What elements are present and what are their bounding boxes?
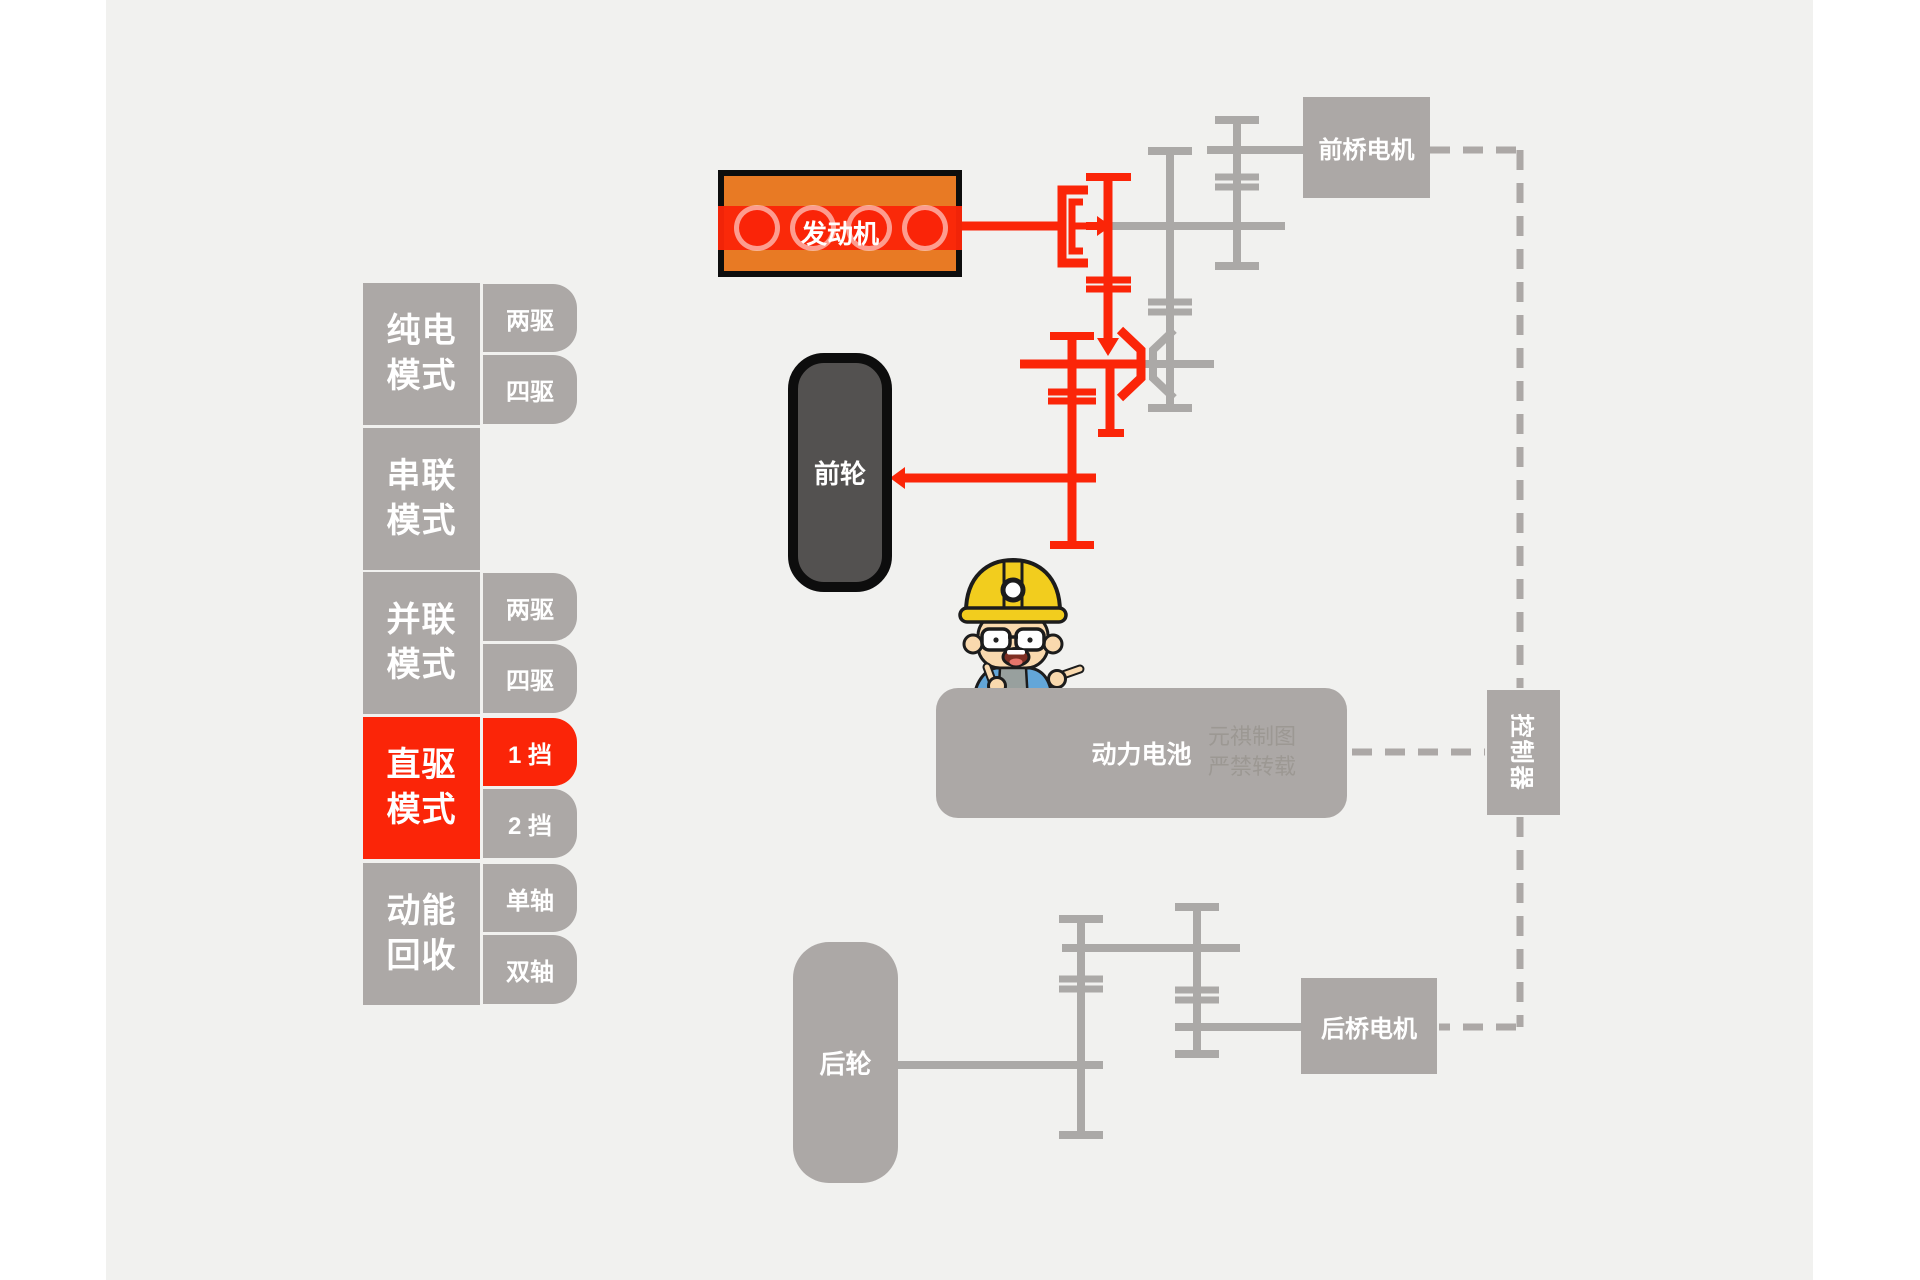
engine-cylinder-icon	[790, 205, 836, 251]
ear-icon	[1042, 633, 1064, 655]
ear-icon	[962, 633, 984, 655]
watermark-line2: 严禁转载	[1208, 754, 1297, 779]
mode-pure-electric[interactable]: 纯电 模式	[363, 283, 480, 425]
sub-option-single-axle[interactable]: 单轴	[483, 864, 577, 932]
engine-cylinder-icon	[734, 205, 780, 251]
sub-label: 两驱	[506, 596, 554, 624]
mode-label: 回收	[386, 937, 457, 975]
engine-box: 发动机	[718, 170, 962, 277]
rear-gear-train-icon	[898, 903, 1301, 1139]
watermark-line1: 元祺制图	[1208, 724, 1297, 749]
power-battery-box: 动力电池 元祺制图 严禁转载	[936, 688, 1347, 818]
mode-energy-recovery[interactable]: 动能 回收	[363, 863, 480, 1005]
front-gear-train-icon	[1108, 116, 1303, 412]
sub-label: 单轴	[506, 887, 554, 915]
worker-mascot	[958, 557, 1085, 704]
rear-wheel-label: 后轮	[819, 1049, 872, 1079]
sub-label: 1 挡	[507, 741, 552, 769]
mode-label: 并联	[386, 601, 457, 639]
control-wiring-dashed	[1352, 146, 1524, 1031]
mode-label: 模式	[386, 502, 457, 540]
sub-option-4wd[interactable]: 四驱	[483, 355, 577, 424]
mode-label: 串联	[386, 457, 457, 495]
engine-label: 发动机	[800, 219, 879, 249]
sub-option-2wd[interactable]: 两驱	[483, 284, 577, 352]
power-battery-label: 动力电池	[1091, 741, 1192, 769]
sub-label: 四驱	[506, 379, 554, 406]
mode-label: 模式	[386, 357, 457, 395]
rear-axle-motor-box: 后桥电机	[1301, 978, 1437, 1074]
red-power-path	[890, 173, 1146, 549]
controller-box: 控制器	[1487, 690, 1560, 815]
sub-label: 两驱	[506, 307, 554, 335]
hand-icon	[1047, 669, 1067, 689]
sub-option-2wd[interactable]: 两驱	[483, 573, 577, 641]
mode-label: 直驱	[386, 746, 457, 784]
front-axle-motor-box: 前桥电机	[1303, 97, 1430, 198]
arrow-down-icon	[1097, 338, 1119, 356]
sub-label: 双轴	[506, 959, 554, 986]
mode-label: 纯电	[386, 312, 457, 350]
sub-option-dual-axle[interactable]: 双轴	[483, 935, 577, 1004]
front-wheel-label: 前轮	[813, 459, 866, 489]
mode-label: 动能	[386, 892, 457, 930]
engine-cylinder-icon	[846, 205, 892, 251]
sub-option-4wd[interactable]: 四驱	[483, 644, 577, 713]
arrow-left-icon	[890, 467, 905, 489]
controller-label: 控制器	[1507, 713, 1534, 792]
rear-wheel-box: 后轮	[793, 942, 898, 1183]
mode-label: 模式	[386, 646, 457, 684]
watermark: 元祺制图 严禁转载	[1208, 722, 1296, 782]
mode-label: 模式	[386, 791, 457, 829]
headlamp-icon	[1000, 577, 1026, 603]
clutch-icon	[1057, 185, 1088, 268]
sub-label: 四驱	[506, 668, 554, 695]
sub-option-gear2[interactable]: 2 挡	[483, 789, 577, 858]
front-axle-motor-label: 前桥电机	[1318, 137, 1415, 164]
front-wheel-box: 前轮	[788, 353, 892, 592]
sub-option-gear1-active[interactable]: 1 挡	[483, 718, 577, 786]
mode-series[interactable]: 串联 模式	[363, 428, 480, 570]
mode-parallel[interactable]: 并联 模式	[363, 572, 480, 714]
engine-cylinder-icon	[902, 205, 948, 251]
rear-axle-motor-label: 后桥电机	[1321, 1015, 1417, 1043]
mode-direct-drive-active[interactable]: 直驱 模式	[363, 717, 480, 859]
sub-label: 2 挡	[507, 813, 552, 840]
